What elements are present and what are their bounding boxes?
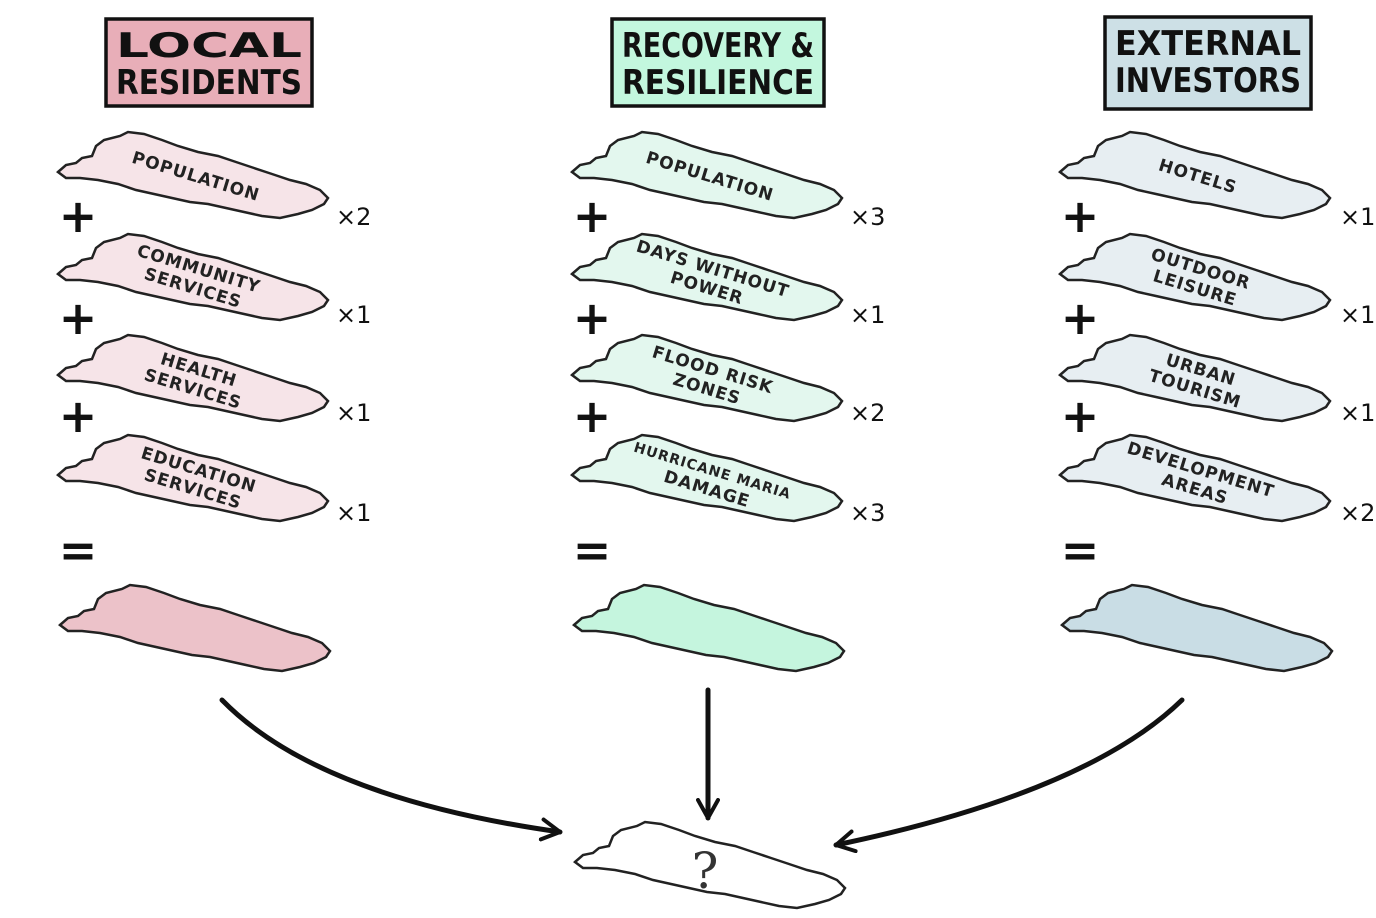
plus-sign: +	[573, 189, 612, 243]
layer-weight: ×2	[1340, 499, 1375, 527]
layer-weight: ×1	[336, 499, 371, 527]
outcome-island: ?	[573, 820, 847, 910]
equals-sign: =	[1061, 523, 1100, 577]
header-box	[610, 17, 826, 108]
result-island-investors	[1060, 583, 1334, 673]
layer-weight: ×1	[336, 301, 371, 329]
header-title-line: RESILIENCE	[622, 63, 814, 103]
layer-residents-0: POPULATION×2	[56, 130, 371, 231]
header-box	[104, 17, 314, 108]
header-box	[1103, 15, 1313, 111]
arrows-layer	[219, 687, 1185, 854]
layer-weight: ×1	[1340, 203, 1375, 231]
header-title-line: INVESTORS	[1115, 61, 1301, 101]
equals-sign: =	[59, 523, 98, 577]
layer-investors-0: HOTELS×1	[1058, 130, 1375, 231]
plus-sign: +	[1061, 291, 1100, 345]
header-title-line: LOCAL	[116, 26, 302, 66]
equals-sign: =	[573, 523, 612, 577]
result-island-resilience	[572, 583, 846, 673]
arrow-investors-to-outcome	[833, 697, 1185, 854]
arrow-residents-to-outcome	[219, 697, 563, 842]
plus-sign: +	[573, 291, 612, 345]
header-title-line: RECOVERY &	[622, 26, 814, 66]
header-title-line: RESIDENTS	[116, 63, 302, 103]
plus-sign: +	[1061, 189, 1100, 243]
layer-weight: ×3	[850, 499, 885, 527]
plus-sign: +	[1061, 389, 1100, 443]
plus-sign: +	[59, 189, 98, 243]
result-island-residents	[58, 583, 332, 673]
layer-weight: ×2	[336, 203, 371, 231]
layer-resilience-0: POPULATION×3	[570, 130, 885, 231]
layer-weight: ×1	[1340, 301, 1375, 329]
layer-weight: ×3	[850, 203, 885, 231]
column-header-resilience: RECOVERY &RESILIENCE	[610, 17, 826, 108]
layer-weight: ×1	[336, 399, 371, 427]
plus-sign: +	[59, 389, 98, 443]
plus-sign: +	[573, 389, 612, 443]
layer-weight: ×1	[850, 301, 885, 329]
header-title-line: EXTERNAL	[1115, 24, 1301, 64]
plus-sign: +	[59, 291, 98, 345]
outcome-question-mark: ?	[692, 842, 719, 900]
layer-weight: ×1	[1340, 399, 1375, 427]
layer-weight: ×2	[850, 399, 885, 427]
